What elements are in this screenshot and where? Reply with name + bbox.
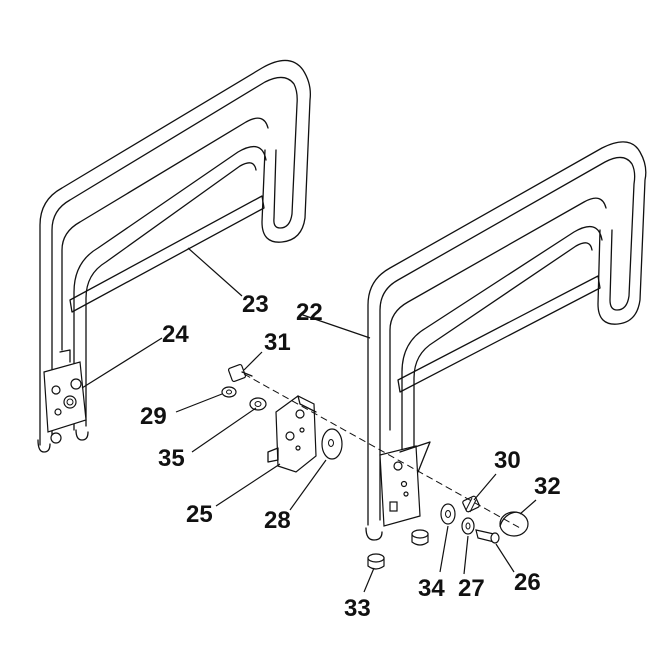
washer-part-29 [221,386,237,398]
bracket-plate-part-25 [267,395,317,473]
left-armrest-frame [37,59,311,453]
callout-32: 32 [534,473,561,500]
callout-30: 30 [494,447,521,474]
disc-part-28 [321,428,343,460]
callout-22: 22 [296,299,323,326]
callout-27: 27 [458,575,485,602]
callout-31: 31 [264,329,291,356]
callout-24: 24 [162,321,189,348]
callout-23: 23 [242,291,269,318]
foot-cap-part [411,529,429,546]
right-armrest-frame [365,141,647,541]
foot-cap-part-33 [367,553,385,570]
bolt-part-31 [227,363,253,383]
washer-part-34 [440,503,456,525]
callout-29: 29 [140,403,167,430]
callout-28: 28 [264,507,291,534]
knob-part-32 [499,511,529,537]
callout-34: 34 [418,575,445,602]
washer-part-35 [249,397,267,411]
spring-part-30 [462,495,480,513]
callout-33: 33 [344,595,371,622]
assembly-axis-line [243,373,521,529]
callout-25: 25 [186,501,213,528]
callout-35: 35 [158,445,185,472]
washer-part-27 [461,517,475,535]
pin-part-26 [475,529,500,544]
callout-26: 26 [514,569,541,596]
